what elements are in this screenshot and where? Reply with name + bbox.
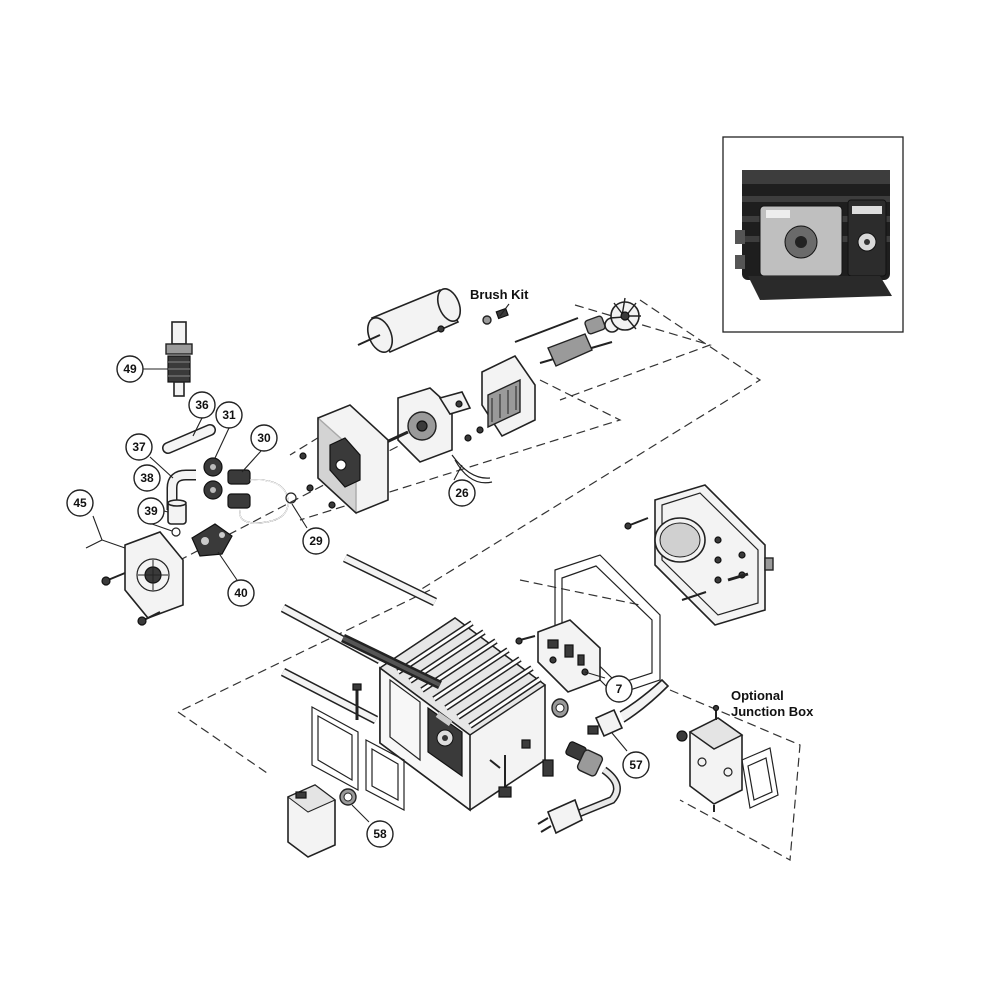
- callout-36: 36: [188, 391, 216, 419]
- check-valve-49: [165, 321, 193, 397]
- junction-box-label-line1: Optional: [731, 688, 784, 703]
- tube-36: [162, 424, 216, 454]
- front-gaskets: [311, 705, 405, 811]
- callout-26: 26: [448, 479, 476, 507]
- heat-sink-fins: [396, 620, 542, 729]
- callout-58: 58: [366, 820, 394, 848]
- pump-head-housing: [299, 404, 389, 515]
- armature-assembly: [514, 297, 641, 367]
- callout-31: 31: [215, 401, 243, 429]
- tube-fittings-31: [203, 457, 223, 500]
- switch-57: [587, 678, 670, 738]
- callout-38-text: 38: [140, 471, 154, 485]
- callout-26-text: 26: [455, 486, 469, 500]
- callout-37-text: 37: [132, 440, 146, 454]
- o-ring-29: [285, 492, 297, 504]
- callout-30: 30: [250, 424, 278, 452]
- callout-49: 49: [116, 355, 144, 383]
- motor: [357, 287, 462, 354]
- callout-38: 38: [133, 464, 161, 492]
- junction-box-label-line2: Junction Box: [731, 704, 814, 719]
- tube-connectors-30: [227, 469, 289, 524]
- brush-kit: Brush Kit: [470, 287, 529, 325]
- pc-board-7: [515, 619, 601, 693]
- cooling-fan: [609, 297, 641, 331]
- roller-assembly-40: [191, 523, 233, 557]
- tube-elbow-37: [166, 469, 196, 510]
- motor-housing-bracket: [481, 354, 536, 438]
- callout-30-text: 30: [257, 431, 271, 445]
- callout-39: 39: [137, 497, 165, 525]
- mounting-rails: [280, 553, 442, 724]
- rear-panel-assembly: [624, 484, 774, 626]
- callout-45: 45: [66, 489, 94, 517]
- washer-39: [171, 527, 181, 537]
- callout-45-text: 45: [73, 496, 87, 510]
- callout-7: 7: [605, 675, 633, 703]
- strain-relief: [565, 741, 604, 777]
- callout-31-text: 31: [222, 408, 236, 422]
- callout-29-text: 29: [309, 534, 323, 548]
- power-cord: [537, 766, 621, 835]
- mounting-screws: [489, 739, 554, 798]
- accessory-box-58: [287, 784, 357, 858]
- pump-head-cover-45: [101, 531, 184, 626]
- callout-36-text: 36: [195, 398, 209, 412]
- gearbox: [379, 387, 493, 484]
- filter-38: [167, 499, 187, 525]
- callout-57-text: 57: [629, 758, 643, 772]
- callout-29: 29: [302, 527, 330, 555]
- brush-kit-label: Brush Kit: [470, 287, 529, 302]
- callout-leaders: [85, 368, 628, 823]
- callout-49-text: 49: [123, 362, 137, 376]
- callout-57: 57: [622, 751, 650, 779]
- callout-7-text: 7: [616, 682, 623, 696]
- callout-37: 37: [125, 433, 153, 461]
- callout-40-text: 40: [234, 586, 248, 600]
- optional-junction-box: Optional Junction Box: [676, 688, 814, 812]
- control-panel: [427, 706, 463, 778]
- product-photo-inset: [722, 136, 904, 333]
- main-enclosure: [378, 617, 569, 812]
- callout-39-text: 39: [144, 504, 158, 518]
- callout-40: 40: [227, 579, 255, 607]
- callout-58-text: 58: [373, 827, 387, 841]
